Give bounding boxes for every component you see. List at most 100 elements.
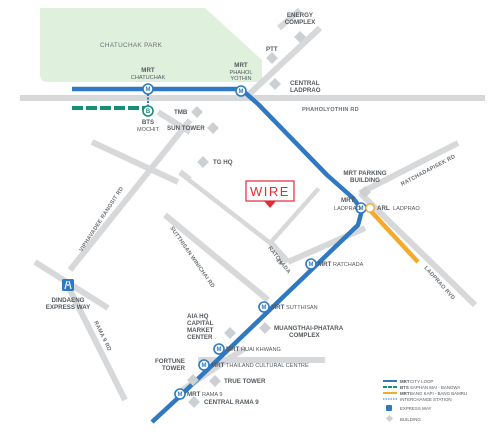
road-ratchada19: [267, 239, 291, 265]
central-rama9-l1: CENTRAL RAMA 9: [204, 399, 259, 406]
station-ladprao-line: MRT: [341, 197, 355, 204]
muangthai-l1: MUANGTHAI-PHATARA: [274, 325, 344, 332]
road-west-1: [90, 139, 180, 185]
mrt-parking-l1: MRT PARKING: [343, 170, 386, 177]
aia-l3: MARKET: [187, 327, 214, 334]
aia-l2: CAPITAL: [187, 320, 214, 327]
road-label-phaholyothin: PHAHOLYOTHIN RD: [302, 107, 359, 113]
station-phahol-name1: PHAHOL: [229, 70, 252, 76]
station-mochit-name: MOCHIT: [137, 127, 160, 133]
station-ratchada-line: MRT: [318, 261, 332, 268]
svg-text:B: B: [146, 109, 151, 115]
legend-building-icon: [385, 414, 394, 423]
station-rama9-line: MRT: [187, 391, 201, 398]
station-ladprao-al-name: LADPRAO: [393, 206, 420, 212]
station-phaholyothin[interactable]: [235, 85, 247, 97]
dindaeng-l1: DINDAENG: [51, 297, 84, 304]
station-thailandcc-line: MRT: [211, 362, 225, 369]
building-muangthai: [259, 322, 271, 334]
station-phahol-name2: YOTHIN: [230, 76, 251, 82]
central-ladprao-l1: CENTRAL: [290, 80, 320, 87]
mrt-parking-l2: BUILDING: [350, 177, 380, 184]
station-chatuchak-name: CHATUCHAK: [131, 75, 166, 81]
legend-bts-row: BTS SAPHAN MAI - BANGWA: [383, 385, 460, 390]
station-ratchada-name: RATCHADA: [333, 262, 364, 268]
legend-arl-text: BANG KAPI - BANG BAMRU: [410, 391, 467, 396]
aia-l4: CENTER: [187, 334, 213, 341]
mrt-line: [72, 86, 365, 424]
legend-building-row: BUILDING: [385, 414, 421, 423]
true-tower-l1: TRUE TOWER: [224, 378, 266, 385]
building-aia: [224, 327, 236, 339]
road-label-ratchada19-b: 19: [274, 258, 283, 267]
road-ladprao26: [267, 186, 321, 244]
legend-interchange-row: INTERCHANGE STATION: [383, 397, 452, 402]
legend-bts-text: SAPHAN MAI - BANGWA: [410, 385, 460, 390]
legend-arl-code: MRT: [400, 391, 410, 396]
station-ladprao-al-line: ARL: [377, 205, 390, 212]
station-sutthisan-line: MRT: [271, 304, 285, 311]
legend-mrt-code: MRT: [400, 379, 410, 384]
station-mochit[interactable]: B: [142, 105, 154, 117]
station-chatuchak[interactable]: [142, 83, 154, 95]
station-huaikhwang-name: HUAI KHWANG: [241, 347, 281, 353]
legend-bts-code: BTS: [400, 385, 409, 390]
station-sutthisan[interactable]: [258, 301, 270, 313]
road-north-diag: [242, 25, 323, 101]
road-ratchadapisek: [358, 140, 460, 196]
energy-l2: COMPLEX: [285, 19, 316, 26]
wire-logo: WIRE: [245, 180, 295, 208]
expressway-icon: [62, 279, 74, 291]
road-viphavadee-rangsit: [67, 118, 193, 272]
wire-logo-text: WIRE: [250, 184, 290, 199]
park-label: CHATUCHAK PARK: [100, 42, 163, 49]
sun-tower-l1: SUN TOWER: [167, 125, 205, 132]
aia-l1: AIA HQ: [187, 313, 209, 320]
building-ptt: [266, 52, 278, 64]
legend-arl-row: MRT BANG KAPI - BANG BAMRU: [383, 391, 467, 396]
legend-mrt-row: MRT CITY LOOP: [383, 379, 433, 384]
road-west-2: [156, 109, 192, 135]
road-north-branch: [277, 7, 302, 31]
chatuchak-park: [40, 8, 262, 82]
fortune-l2: TOWER: [162, 365, 185, 372]
building-tmb: [191, 106, 203, 118]
road-label-viphavadee-rangsit: VIPHAVADEE RANGSIT RD: [79, 186, 125, 253]
legend-expressway-text: EXPRESS WAY: [400, 406, 432, 411]
station-phahol-line: MRT: [234, 62, 248, 69]
energy-l1: ENERGY: [287, 12, 314, 19]
legend-mrt-text: CITY LOOP: [410, 379, 433, 384]
tg-hq-l1: TG HQ: [213, 159, 233, 166]
building-true-tower: [209, 375, 221, 387]
station-thailand-cultural-centre[interactable]: [198, 359, 210, 371]
road-rama9: [67, 288, 128, 402]
building-sun-tower: [207, 122, 219, 134]
dindaeng-l2: EXPRESS WAY: [46, 304, 91, 311]
station-thailandcc-name: THAILAND CULTURAL CENTRE: [226, 363, 309, 369]
station-rama9[interactable]: [174, 388, 186, 400]
station-rama9-name: RAMA 9: [202, 392, 223, 398]
station-ladprao-airport[interactable]: [365, 203, 375, 213]
legend-expressway-row: EXPRESS WAY: [386, 405, 432, 411]
station-ladprao-name: LADPRAO: [334, 206, 361, 212]
legend-interchange-text: INTERCHANGE STATION: [400, 397, 452, 402]
building-central-ladprao: [269, 78, 281, 90]
station-ratchada[interactable]: [305, 258, 317, 270]
legend: MRT CITY LOOP BTS SAPHAN MAI - BANGWA MR…: [383, 379, 467, 423]
legend-expressway-icon: [386, 405, 392, 411]
legend-building-text: BUILDING: [400, 417, 421, 422]
station-chatuchak-line: MRT: [141, 67, 155, 74]
fortune-l1: FORTUNE: [155, 358, 185, 365]
airport-link-line: [366, 206, 420, 264]
road-viphavadee16: [178, 169, 272, 245]
building-tg-hq: [197, 156, 209, 168]
ptt-l1: PTT: [266, 46, 278, 53]
station-mochit-line: BTS: [142, 119, 154, 126]
tmb-l1: TMB: [174, 109, 188, 116]
station-huai-khwang[interactable]: [213, 343, 225, 355]
central-ladprao-l2: LADPRAO: [290, 87, 321, 94]
road-sutthisan-winichai: [163, 212, 270, 303]
station-huaikhwang-line: MRT: [226, 346, 240, 353]
muangthai-l2: COMPLEX: [289, 332, 320, 339]
